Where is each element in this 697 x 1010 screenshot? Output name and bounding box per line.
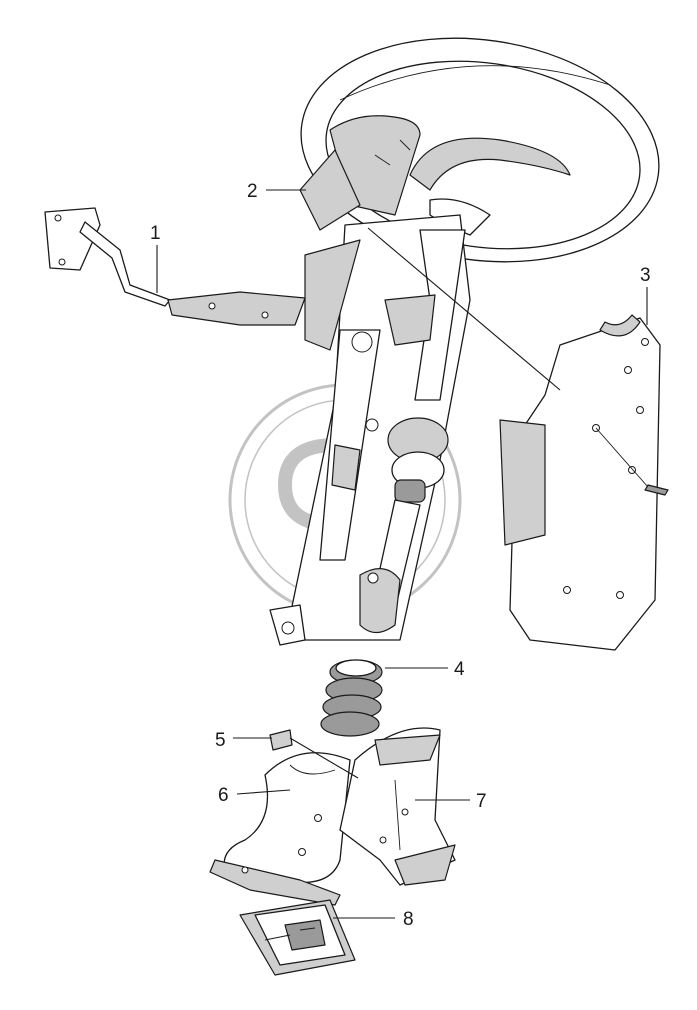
front-lower-cover <box>209 752 351 906</box>
leader-line-5b <box>289 737 359 779</box>
column-cover <box>499 314 669 651</box>
callout-7: 7 <box>476 791 487 812</box>
floor-plate <box>239 899 356 976</box>
pedal-lever <box>44 207 306 326</box>
bellows-boot <box>320 659 383 737</box>
steering-wheel <box>299 37 660 263</box>
leader-lines <box>156 189 648 919</box>
steering-column <box>269 214 471 646</box>
callout-labels: 1 2 3 4 5 6 7 8 <box>150 181 651 930</box>
callout-4: 4 <box>454 659 465 680</box>
callout-3: 3 <box>640 265 651 286</box>
callout-1: 1 <box>150 223 161 244</box>
rear-lower-cover <box>339 727 456 886</box>
leader-line-6 <box>236 789 291 795</box>
leader-line-3b <box>367 227 561 391</box>
callout-2: 2 <box>247 181 258 202</box>
callout-5: 5 <box>215 730 226 751</box>
callout-8: 8 <box>403 909 414 930</box>
callout-6: 6 <box>218 785 229 806</box>
clip <box>269 729 293 751</box>
